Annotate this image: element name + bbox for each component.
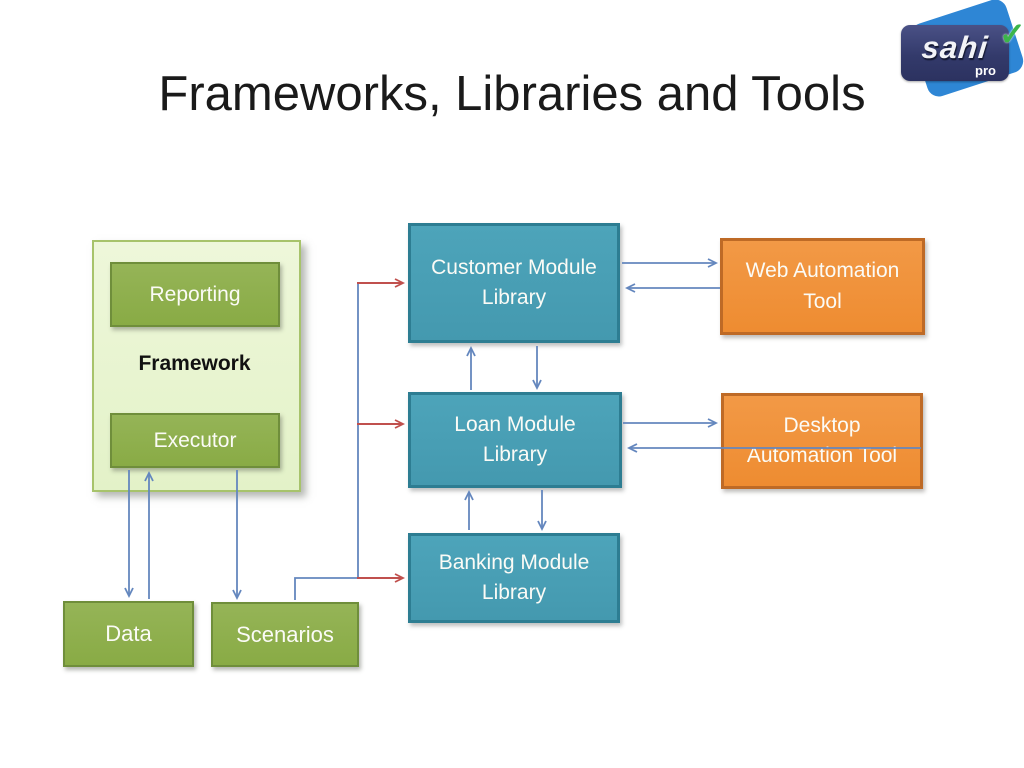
node-banking-module-library-label: Banking Module Library (438, 550, 590, 604)
sahi-pro-logo: sahi pro ✓ (893, 0, 1024, 104)
node-loan-module-library: Loan Module Library (408, 392, 622, 488)
node-web-automation-tool: Web Automation Tool (720, 238, 925, 335)
node-customer-module-library: Customer Module Library (408, 223, 620, 343)
node-data: Data (63, 601, 194, 667)
node-desktop-automation-tool-label: Desktop Automation Tool (746, 413, 898, 467)
logo-plate: sahi pro ✓ (901, 16, 1024, 81)
node-desktop-automation-tool: Desktop Automation Tool (721, 393, 923, 489)
node-reporting-label: Reporting (149, 282, 241, 306)
node-banking-module-library: Banking Module Library (408, 533, 620, 623)
node-data-label: Data (105, 621, 152, 646)
node-scenarios: Scenarios (211, 602, 359, 667)
logo-edition-text: pro (975, 63, 996, 78)
node-customer-module-library-label: Customer Module Library (431, 255, 597, 309)
node-scenarios-label: Scenarios (236, 621, 334, 647)
slide-title: Frameworks, Libraries and Tools (158, 67, 866, 121)
node-reporting: Reporting (110, 262, 280, 327)
node-loan-module-library-label: Loan Module Library (454, 412, 576, 466)
framework-group-label: Framework (138, 352, 251, 375)
node-web-automation-tool-label: Web Automation Tool (745, 259, 900, 313)
node-executor: Executor (110, 413, 280, 468)
node-executor-label: Executor (153, 428, 237, 452)
check-icon: ✓ (999, 16, 1024, 52)
connector-scenarios-trunk (294, 284, 359, 600)
